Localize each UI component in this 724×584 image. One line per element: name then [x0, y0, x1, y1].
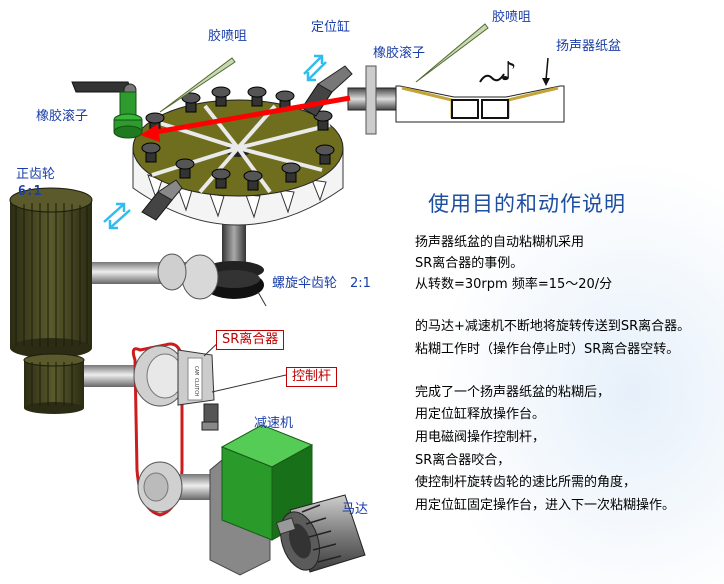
description-line: 的马达+减速机不断地将旋转传送到SR离合器。	[415, 319, 691, 334]
label-spur-gear-ratio: 6:1	[18, 184, 42, 199]
transfer-arrow	[140, 95, 351, 142]
label-rubber-roller-right: 橡胶滚子	[373, 46, 426, 61]
motion-arrows	[103, 54, 327, 230]
description-line: 使控制杆旋转齿轮的速比所需的角度，	[415, 475, 637, 490]
label-glue-nozzle-right: 胶喷咀	[492, 10, 532, 25]
sr-clutch-body: CAM CLUTCH	[177, 349, 215, 406]
description-line: 用定位缸固定操作台，进入下一次粘糊操作。	[415, 498, 676, 513]
description-line: 完成了一个扬声器纸盆的粘糊后，	[415, 385, 611, 400]
label-rubber-roller-left: 橡胶滚子	[36, 109, 89, 124]
sound-waves-icon: ♪	[479, 57, 517, 87]
description-line: 用定位缸释放操作台。	[415, 407, 546, 422]
background	[360, 160, 724, 584]
positioning-cylinder-bottom	[141, 179, 183, 221]
table-pegs	[141, 86, 335, 191]
rubber-roller-right	[347, 65, 399, 135]
svg-text:CAM CLUTCH: CAM CLUTCH	[193, 366, 199, 396]
lower-horizontal-shaft	[82, 365, 144, 387]
description-line: 用电磁阀操作控制杆，	[415, 430, 546, 445]
positioning-cylinder-top	[301, 65, 353, 117]
spur-gear-small	[23, 353, 85, 414]
cone-pointer	[545, 57, 549, 81]
description-title: 使用目的和动作说明	[428, 192, 626, 216]
description-line: SR离合器的事例。	[415, 256, 524, 271]
upper-bevel-hub	[181, 254, 219, 300]
spiral-bevel-gear	[204, 270, 264, 299]
label-reducer: 减速机	[254, 416, 294, 431]
description-line: SR离合器咬合，	[415, 453, 511, 468]
left-glue-nozzle	[159, 57, 236, 113]
description-line: 从转数=30rpm 频率=15～20/分	[415, 277, 613, 292]
control-lever	[201, 403, 219, 431]
label-sr-clutch: SR离合器	[216, 330, 285, 350]
svg-text:♪: ♪	[500, 57, 517, 87]
belt	[131, 342, 184, 517]
sr-clutch-pulley	[133, 345, 187, 407]
label-glue-nozzle-left: 胶喷咀	[208, 29, 248, 44]
left-roller-unit	[71, 81, 143, 139]
label-motor: 马达	[342, 502, 369, 517]
speaker-cone	[395, 85, 565, 123]
description-line: 扬声器纸盆的自动粘糊机采用	[415, 235, 585, 250]
motor	[275, 494, 366, 573]
label-positioning-cylinder: 定位缸	[311, 20, 351, 35]
right-glue-nozzle	[415, 23, 489, 83]
reducer	[209, 424, 314, 576]
description-line: 粘糊工作时（操作台停止时）SR离合器空转。	[415, 342, 680, 357]
label-spiral-bevel-gear: 螺旋伞齿轮 2:1	[272, 276, 371, 291]
label-speaker-cone: 扬声器纸盆	[556, 39, 622, 54]
label-control-lever: 控制杆	[286, 367, 338, 387]
label-spur-gear: 正齿轮	[16, 167, 56, 182]
spur-gear-large	[9, 187, 93, 358]
